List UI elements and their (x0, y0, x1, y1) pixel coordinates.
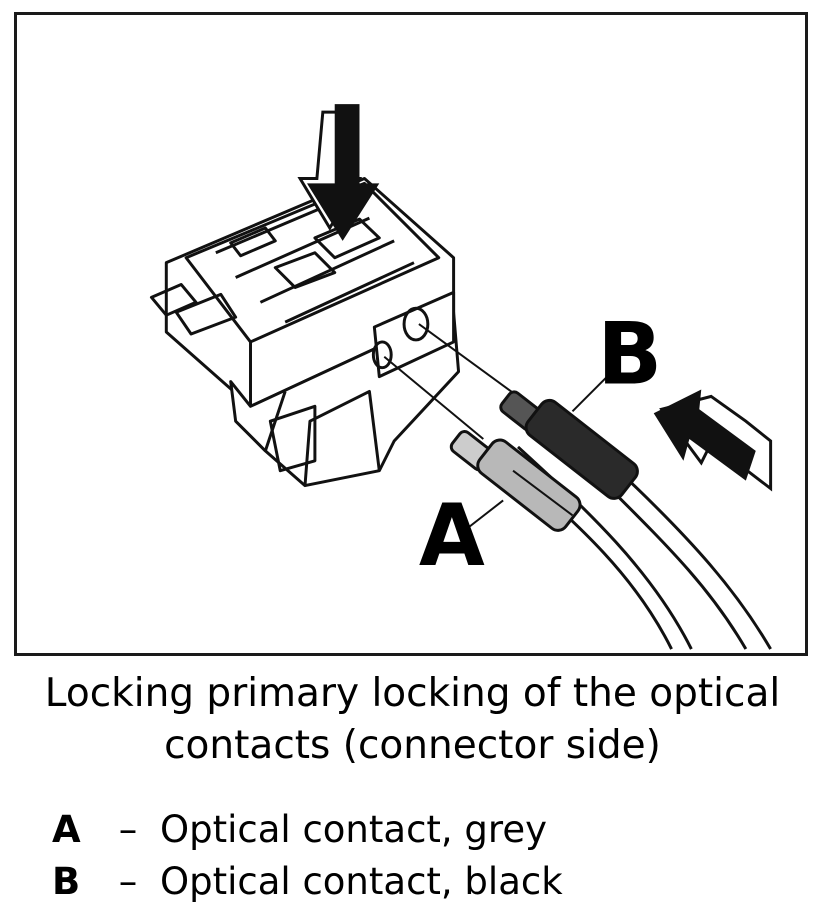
optical-contact-a (449, 430, 693, 650)
figure-frame: B A (14, 12, 808, 656)
legend: A – Optical contact, grey B – Optical co… (52, 804, 563, 908)
optical-contact-b (499, 390, 772, 650)
down-arrow-icon (297, 104, 380, 241)
legend-text: Optical contact, black (160, 860, 563, 903)
insert-arrow-icon (653, 389, 773, 492)
caption-line-1: Locking primary locking of the optical (44, 671, 781, 716)
legend-item-b: B – Optical contact, black (52, 856, 563, 908)
legend-dash: – (118, 808, 138, 851)
legend-key: A (52, 808, 81, 851)
connector-illustration: B A (149, 104, 773, 650)
callout-a-label: A (419, 487, 485, 586)
legend-text: Optical contact, grey (160, 808, 547, 851)
legend-item-a: A – Optical contact, grey (52, 804, 563, 856)
legend-key: B (52, 860, 81, 903)
callout-b-label: B (597, 306, 662, 405)
port-a (371, 340, 393, 370)
figure-caption: Locking primary locking of the optical c… (0, 668, 825, 772)
caption-line-2: contacts (connector side) (164, 723, 661, 768)
legend-dash: – (118, 860, 138, 903)
port-b (402, 306, 430, 342)
